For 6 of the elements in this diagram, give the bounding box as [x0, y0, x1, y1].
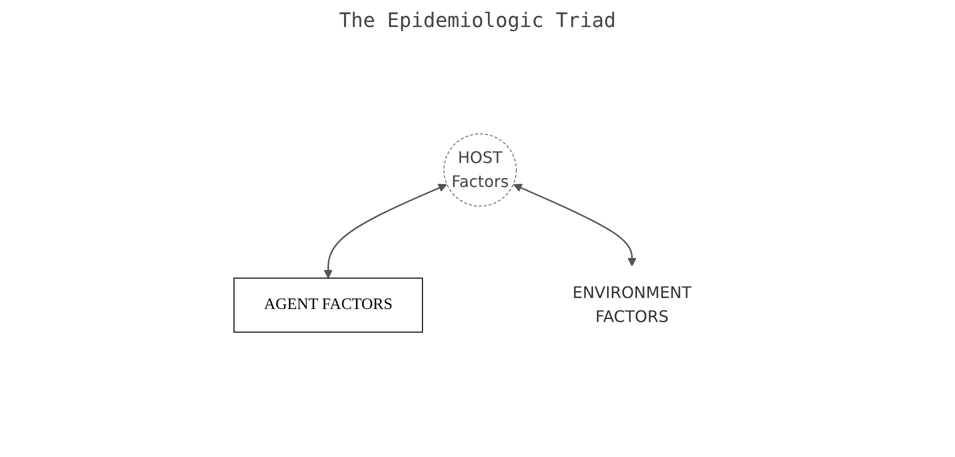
diagram-title: The Epidemiologic Triad [338, 8, 617, 32]
node-text: ENVIRONMENT FACTORS [572, 283, 692, 326]
arrow [324, 184, 447, 279]
arrow [512, 184, 636, 267]
node-box: AGENT FACTORS [233, 278, 423, 333]
node-circle: HOST Factors [443, 133, 516, 207]
